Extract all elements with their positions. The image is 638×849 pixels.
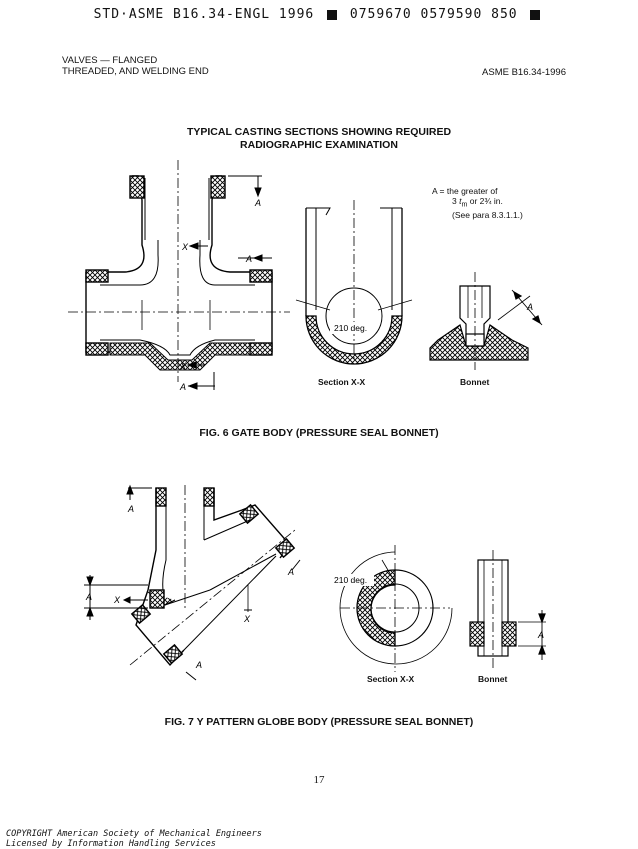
y-globe-body bbox=[129, 485, 296, 667]
note-line-1: A = the greater of bbox=[432, 186, 498, 196]
fig7-caption: FIG. 7 Y PATTERN GLOBE BODY (PRESSURE SE… bbox=[164, 716, 474, 728]
gate-label-a-mid: A bbox=[245, 254, 252, 264]
fig6-bonnet-label: Bonnet bbox=[460, 377, 490, 387]
fig7-angle-label: 210 deg. bbox=[334, 575, 367, 585]
running-header-left: VALVES — FLANGED THREADED, AND WELDING E… bbox=[62, 55, 209, 77]
footer-line-2: Licensed by Information Handling Service… bbox=[6, 839, 216, 849]
fig7-section-label: Section X-X bbox=[367, 674, 415, 684]
running-header-right: ASME B16.34-1996 bbox=[482, 67, 566, 78]
section-xx-fig7 bbox=[339, 545, 453, 672]
page-number: 17 bbox=[313, 774, 325, 786]
y-label-x-left: X bbox=[113, 595, 121, 605]
gate-label-a-top: A bbox=[254, 198, 261, 208]
note-line-2: 3 tm or 2¾ in. bbox=[452, 196, 503, 209]
code-numbers: 0759670 0579590 850 bbox=[349, 7, 518, 22]
fig6-angle-label: 210 deg. bbox=[334, 323, 367, 333]
footer-line-1: COPYRIGHT American Society of Mechanical… bbox=[6, 829, 262, 839]
bonnet-label-a: A bbox=[526, 302, 533, 312]
y-label-x-right: X bbox=[243, 614, 251, 624]
gate-label-x-bottom: X bbox=[179, 361, 187, 371]
title-line-2: RADIOGRAPHIC EXAMINATION bbox=[240, 139, 398, 151]
doc-code: STD·ASME B16.34-ENGL 1996 bbox=[93, 7, 315, 22]
y-label-a-left: A bbox=[85, 592, 92, 602]
header-line-1: VALVES — FLANGED bbox=[62, 55, 158, 66]
gate-label-a-bottom: A bbox=[179, 382, 186, 392]
fig6-note: A = the greater of 3 tm or 2¾ in. (See p… bbox=[432, 186, 523, 220]
y-label-a-right: A bbox=[287, 567, 294, 577]
bonnet-fig7 bbox=[469, 550, 546, 670]
fig6-section-label: Section X-X bbox=[318, 377, 366, 387]
title-line-1: TYPICAL CASTING SECTIONS SHOWING REQUIRE… bbox=[186, 126, 452, 138]
gate-body bbox=[68, 160, 290, 382]
bonnet-fig6 bbox=[429, 272, 543, 370]
gate-label-x-top: X bbox=[181, 242, 189, 252]
fig7-bonnet-label: Bonnet bbox=[478, 674, 508, 684]
note-line-3: (See para 8.3.1.1.) bbox=[452, 209, 523, 220]
copyright-footer: COPYRIGHT American Society of Mechanical… bbox=[6, 829, 262, 849]
y-label-a-top: A bbox=[127, 504, 134, 514]
header-line-2: THREADED, AND WELDING END bbox=[62, 66, 209, 77]
fig6-caption: FIG. 6 GATE BODY (PRESSURE SEAL BONNET) bbox=[199, 427, 439, 439]
bonnet7-label-a: A bbox=[537, 630, 544, 640]
page-title: TYPICAL CASTING SECTIONS SHOWING REQUIRE… bbox=[0, 126, 638, 152]
block-mark bbox=[530, 9, 541, 20]
block-mark bbox=[327, 9, 338, 20]
document-code-line: STD·ASME B16.34-ENGL 1996 0759670 057959… bbox=[0, 7, 638, 22]
section-xx-fig6 bbox=[295, 200, 413, 365]
y-label-a-bottom: A bbox=[195, 660, 202, 670]
